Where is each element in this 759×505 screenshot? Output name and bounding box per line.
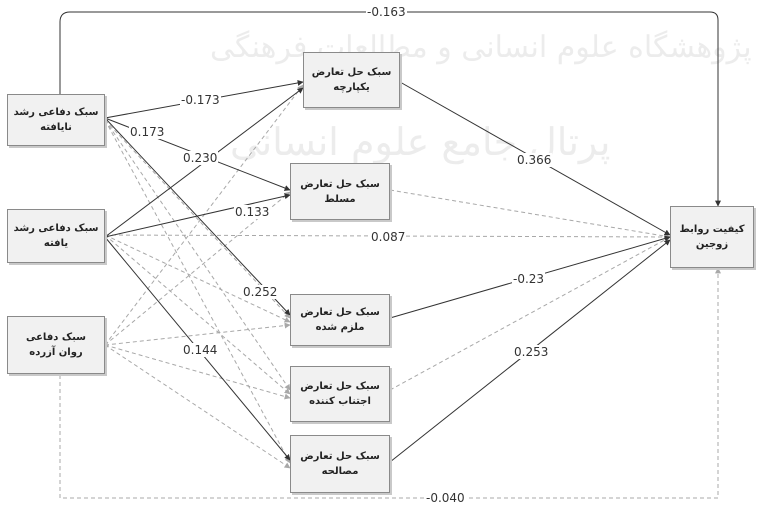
node-integrating-line-1: سبک حل تعارض	[311, 67, 392, 78]
path-neurotic-dominating	[104, 191, 291, 346]
coef-mature-integrating: 0.230	[182, 151, 219, 165]
node-marital-quality-line-1: کیفیت روابط	[679, 224, 745, 235]
coef-immature-obliging: 0.252	[242, 285, 279, 299]
coef-immature-dominating: 0.173	[129, 125, 166, 139]
node-avoiding: سبک حل تعارض اجتناب کننده	[290, 366, 390, 422]
path-immature-compromising	[104, 119, 291, 464]
node-obliging-line-1: سبک حل تعارض	[300, 307, 380, 318]
node-neurotic-defense-line-1: سبک دفاعی	[25, 332, 87, 343]
node-mature-defense-line-2: یافته	[43, 238, 69, 249]
node-obliging: سبک حل تعارض ملزم شده	[290, 294, 390, 346]
coef-compromising-quality: 0.253	[513, 345, 550, 359]
node-avoiding-line-1: سبک حل تعارض	[300, 381, 380, 392]
node-neurotic-defense: سبک دفاعی روان آزرده	[7, 316, 105, 374]
node-integrating: سبک حل تعارض یکپارچه	[303, 52, 400, 108]
node-neurotic-defense-line-2: روان آزرده	[29, 347, 83, 358]
path-dominating-quality	[389, 189, 671, 240]
coef-top-immature-quality: -0.163	[366, 5, 407, 19]
node-dominating-line-2: مسلط	[324, 193, 356, 205]
node-immature-defense: سبک دفاعی رشد نایافته	[7, 94, 105, 146]
node-avoiding-line-2: اجتناب کننده	[309, 396, 371, 407]
node-mature-defense-line-1: سبک دفاعی رشد	[13, 223, 99, 234]
node-obliging-line-2: ملزم شده	[315, 322, 365, 333]
node-compromising-line-1: سبک حل تعارض	[300, 451, 380, 462]
node-mature-defense: سبک دفاعی رشد یافته	[7, 209, 105, 263]
path-mature-dominating	[104, 193, 291, 238]
path-neurotic-obliging	[104, 322, 291, 346]
path-mature-obliging	[104, 234, 291, 323]
path-immature-avoiding	[104, 119, 291, 391]
path-neurotic-compromising	[104, 344, 291, 469]
coef-mature-quality: 0.087	[370, 230, 407, 244]
node-compromising: سبک حل تعارض مصالحه	[290, 435, 390, 493]
coef-bottom-neurotic-quality: -0.040	[425, 491, 466, 505]
path-neurotic-quality-bottom	[59, 267, 721, 499]
node-integrating-line-2: یکپارچه	[333, 82, 370, 93]
coef-integrating-quality: 0.366	[516, 153, 553, 167]
node-marital-quality: کیفیت روابط زوجین	[670, 206, 754, 268]
node-immature-defense-line-1: سبک دفاعی رشد	[13, 107, 99, 118]
node-compromising-line-2: مصالحه	[321, 466, 359, 477]
node-marital-quality-line-2: زوجین	[695, 239, 729, 250]
node-immature-defense-line-2: نایافته	[40, 122, 72, 133]
node-dominating-line-1: سبک حل تعارض	[300, 178, 380, 190]
node-dominating: سبک حل تعارض مسلط	[290, 163, 390, 220]
path-avoiding-quality	[389, 236, 671, 391]
path-mature-avoiding	[104, 234, 291, 395]
coef-mature-compromising: 0.144	[182, 343, 219, 357]
coef-obliging-quality: -0.23	[512, 272, 546, 286]
coef-immature-integrating: -0.173	[180, 93, 221, 107]
coef-mature-dominating: 0.133	[234, 205, 271, 219]
